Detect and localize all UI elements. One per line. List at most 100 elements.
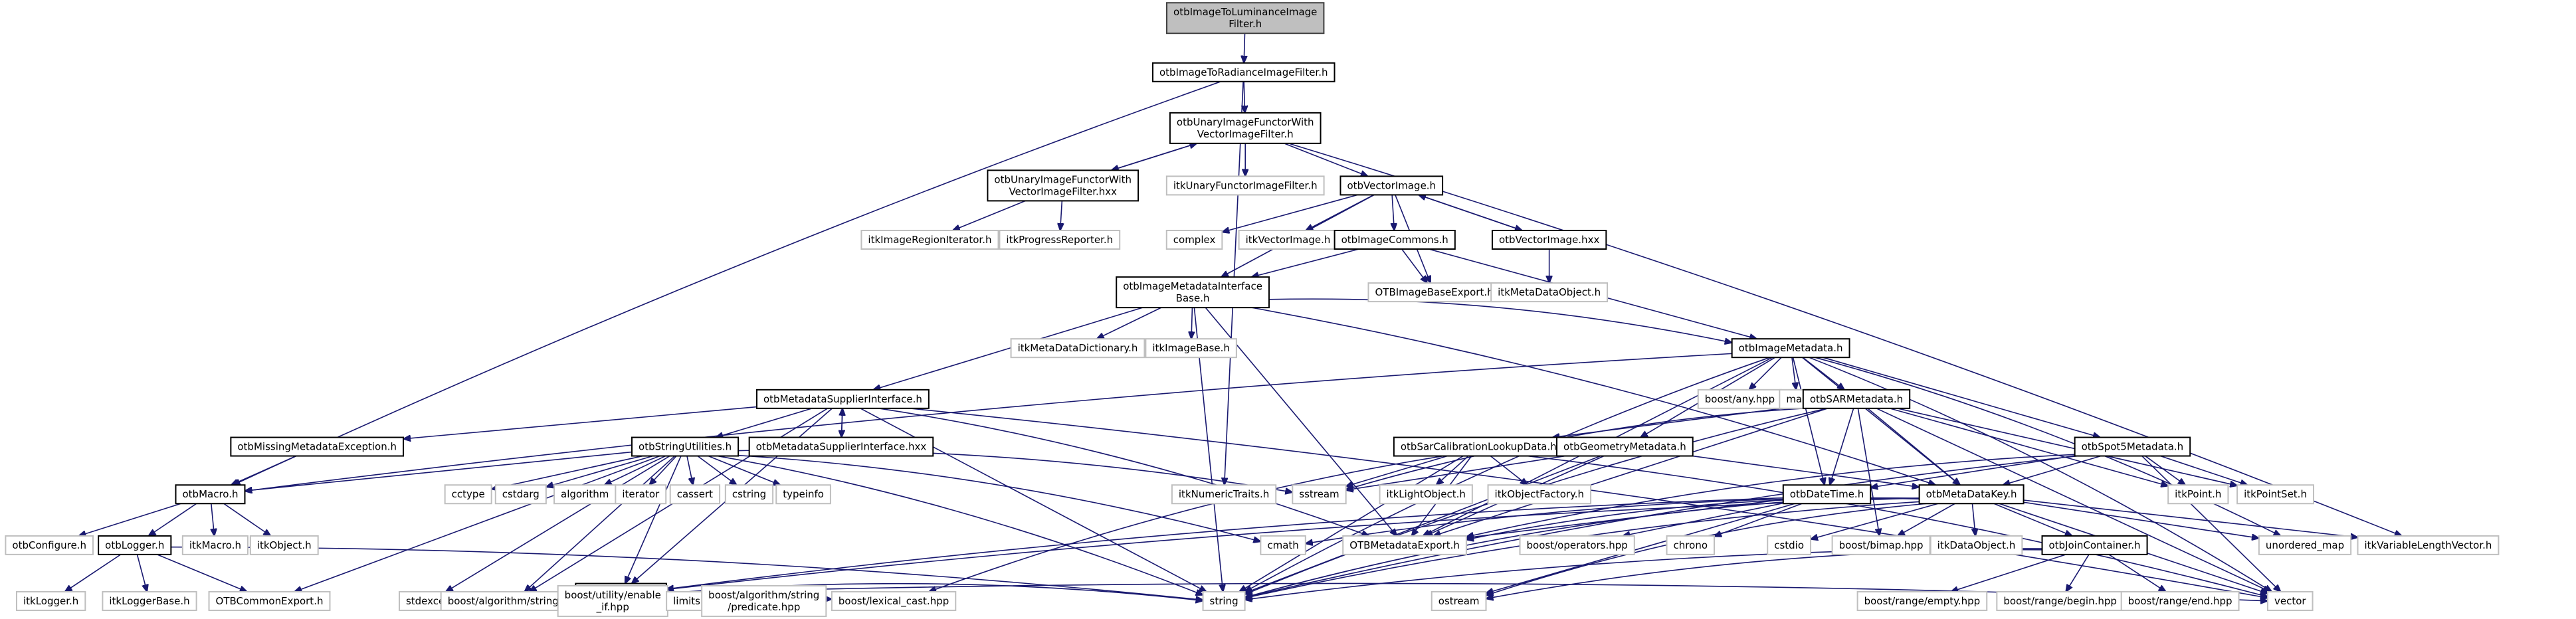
- graph-node-itkMacro[interactable]: itkMacro.h: [181, 535, 248, 555]
- graph-node-mdSupp[interactable]: otbMetadataSupplierInterface.h: [756, 389, 930, 409]
- node-box: [1334, 229, 1456, 250]
- graph-node-logger[interactable]: otbLogger.h: [98, 535, 172, 555]
- graph-node-limits[interactable]: limits: [666, 590, 708, 611]
- graph-node-boostBimap[interactable]: boost/bimap.hpp: [1831, 535, 1931, 555]
- graph-node-string[interactable]: string: [1202, 590, 1246, 611]
- node-box: [2266, 590, 2314, 611]
- graph-node-imgMeta[interactable]: otbImageMetadata.h: [1731, 338, 1850, 359]
- graph-node-vector[interactable]: vector: [2266, 590, 2314, 611]
- graph-node-otbCommonExp[interactable]: OTBCommonExport.h: [208, 590, 331, 611]
- graph-node-spot5[interactable]: otbSpot5Metadata.h: [2074, 436, 2191, 457]
- graph-node-boostEnableIf[interactable]: boost/utility/enable_if.hpp: [557, 584, 668, 617]
- graph-node-mdKey[interactable]: otbMetaDataKey.h: [1918, 484, 2025, 505]
- node-label: boost/bimap.hpp: [1839, 539, 1924, 551]
- graph-node-itkMDDict[interactable]: itkMetaDataDictionary.h: [1010, 338, 1145, 359]
- graph-node-itkVecImg[interactable]: itkVectorImage.h: [1238, 229, 1338, 250]
- graph-node-cstdio[interactable]: cstdio: [1767, 535, 1812, 555]
- graph-node-cstring[interactable]: cstring: [724, 484, 774, 505]
- graph-node-radiance[interactable]: otbImageToRadianceImageFilter.h: [1151, 62, 1336, 82]
- graph-node-typeinfo[interactable]: typeinfo: [775, 484, 831, 505]
- graph-node-boostRangeEmpty[interactable]: boost/range/empty.hpp: [1856, 590, 1988, 611]
- dependency-edge-unaryHxx-to-itkRegionIt: [953, 200, 1026, 230]
- graph-node-sstream[interactable]: sstream: [1292, 484, 1347, 505]
- node-box: [1260, 535, 1306, 555]
- node-label: iterator: [622, 488, 660, 500]
- graph-node-itkNumTraits[interactable]: itkNumericTraits.h: [1171, 484, 1277, 505]
- graph-node-itkLogger[interactable]: itkLogger.h: [15, 590, 86, 611]
- node-label: otbUnaryImageFunctorWith: [1177, 116, 1314, 128]
- dependency-edge-imgMeta-to-unorderedMap: [1815, 357, 2281, 536]
- dependency-edge-imgMeta-to-boostAny: [1749, 357, 1782, 390]
- dependency-edge-sarCal-to-itkLightObj: [1437, 455, 1469, 486]
- graph-node-mdSuppHxx[interactable]: otbMetadataSupplierInterface.hxx: [748, 436, 934, 457]
- graph-node-itkObject[interactable]: itkObject.h: [249, 535, 319, 555]
- graph-node-geomMeta[interactable]: otbGeometryMetadata.h: [1556, 436, 1694, 457]
- dependency-edge-sarMeta-to-mdKey: [1867, 408, 1960, 485]
- dependency-edge-sarMeta-to-boostBimap: [1857, 408, 1879, 536]
- graph-node-algorithm[interactable]: algorithm: [553, 484, 617, 505]
- node-label: otbImageMetadataInterface: [1123, 280, 1262, 292]
- graph-node-itkObjFact[interactable]: itkObjectFactory.h: [1487, 484, 1592, 505]
- graph-node-itkRegionIt[interactable]: itkImageRegionIterator.h: [860, 229, 999, 250]
- node-box: [775, 484, 831, 505]
- dependency-edge-imgMeta-to-macro: [245, 353, 1732, 491]
- graph-node-cmath[interactable]: cmath: [1260, 535, 1306, 555]
- graph-node-itkDataObj[interactable]: itkDataObject.h: [1930, 535, 2023, 555]
- graph-node-unaryH[interactable]: otbUnaryImageFunctorWithVectorImageFilte…: [1169, 112, 1322, 144]
- dependency-edge-sarCal-to-boostLexCast: [929, 455, 1444, 592]
- graph-node-itkMDObj[interactable]: itkMetaDataObject.h: [1490, 282, 1609, 303]
- graph-node-boostLexCast[interactable]: boost/lexical_cast.hpp: [831, 590, 957, 611]
- graph-node-otbMDExport[interactable]: OTBMetadataExport.h: [1342, 535, 1467, 555]
- graph-node-vecImg[interactable]: otbVectorImage.h: [1339, 175, 1444, 196]
- graph-node-sarCal[interactable]: otbSarCalibrationLookupData.h: [1393, 436, 1564, 457]
- graph-node-macro[interactable]: otbMacro.h: [175, 484, 246, 505]
- graph-node-itkUnary[interactable]: itkUnaryFunctorImageFilter.h: [1165, 175, 1325, 196]
- graph-node-sarMeta[interactable]: otbSARMetadata.h: [1802, 389, 1911, 409]
- graph-node-itkPoint[interactable]: itkPoint.h: [2167, 484, 2229, 505]
- graph-node-boostPred[interactable]: boost/algorithm/string/predicate.hpp: [701, 584, 827, 617]
- node-label: otbMetadataSupplierInterface.h: [763, 393, 922, 405]
- node-box: [701, 584, 827, 617]
- graph-node-unorderedMap[interactable]: unordered_map: [2258, 535, 2352, 555]
- graph-node-vecImgHxx[interactable]: otbVectorImage.hxx: [1491, 229, 1607, 250]
- graph-node-cstdarg[interactable]: cstdarg: [494, 484, 547, 505]
- graph-node-chrono[interactable]: chrono: [1666, 535, 1716, 555]
- graph-node-cctype[interactable]: cctype: [444, 484, 492, 505]
- dependency-edge-mdKey-to-cstdio: [1811, 503, 1939, 539]
- graph-node-iterator[interactable]: iterator: [615, 484, 667, 505]
- graph-node-itkLightObj[interactable]: itkLightObject.h: [1379, 484, 1473, 505]
- graph-node-itkProgress[interactable]: itkProgressReporter.h: [999, 229, 1121, 250]
- graph-node-cassert[interactable]: cassert: [669, 484, 721, 505]
- dependency-edge-strUtilities-to-cctype: [492, 455, 643, 489]
- graph-node-imgCommons[interactable]: otbImageCommons.h: [1334, 229, 1456, 250]
- graph-node-boostRangeBegin[interactable]: boost/range/begin.hpp: [1996, 590, 2124, 611]
- dependency-edge-strUtilities-to-cassert: [686, 456, 693, 486]
- graph-node-configure[interactable]: otbConfigure.h: [5, 535, 94, 555]
- graph-node-itkImgBase[interactable]: itkImageBase.h: [1145, 338, 1237, 359]
- graph-node-itkPointSet[interactable]: itkPointSet.h: [2236, 484, 2314, 505]
- graph-node-joinCont[interactable]: otbJoinContainer.h: [2041, 535, 2148, 555]
- graph-node-ostream[interactable]: ostream: [1431, 590, 1487, 611]
- graph-node-boostRangeEnd[interactable]: boost/range/end.hpp: [2120, 590, 2240, 611]
- graph-node-itkLoggerBase[interactable]: itkLoggerBase.h: [102, 590, 197, 611]
- graph-node-unaryHxx[interactable]: otbUnaryImageFunctorWithVectorImageFilte…: [987, 169, 1139, 202]
- node-label: otbImageToLuminanceImage: [1173, 6, 1317, 18]
- dependency-edge-strUtilities-to-otbCommonExp: [294, 455, 660, 592]
- node-label: itkLoggerBase.h: [109, 595, 189, 607]
- node-box: [5, 535, 94, 555]
- graph-node-otbImgBaseExp[interactable]: OTBImageBaseExport.h: [1367, 282, 1501, 303]
- graph-node-strUtilities[interactable]: otbStringUtilities.h: [631, 436, 740, 457]
- graph-node-missingEx[interactable]: otbMissingMetadataException.h: [230, 436, 405, 457]
- node-label: otbVectorImage.hxx: [1499, 234, 1600, 246]
- graph-node-itkVarLenVec[interactable]: itkVariableLengthVector.h: [2357, 535, 2500, 555]
- node-box: [1431, 590, 1487, 611]
- graph-node-boostOps[interactable]: boost/operators.hpp: [1519, 535, 1635, 555]
- graph-node-complex[interactable]: complex: [1165, 229, 1223, 250]
- node-box: [1782, 484, 1872, 505]
- node-box: [1165, 175, 1325, 196]
- graph-node-dateTime[interactable]: otbDateTime.h: [1782, 484, 1872, 505]
- dependency-edge-mdKey-to-itkDataObj: [1972, 503, 1975, 536]
- graph-node-boostAny[interactable]: boost/any.hpp: [1697, 389, 1783, 409]
